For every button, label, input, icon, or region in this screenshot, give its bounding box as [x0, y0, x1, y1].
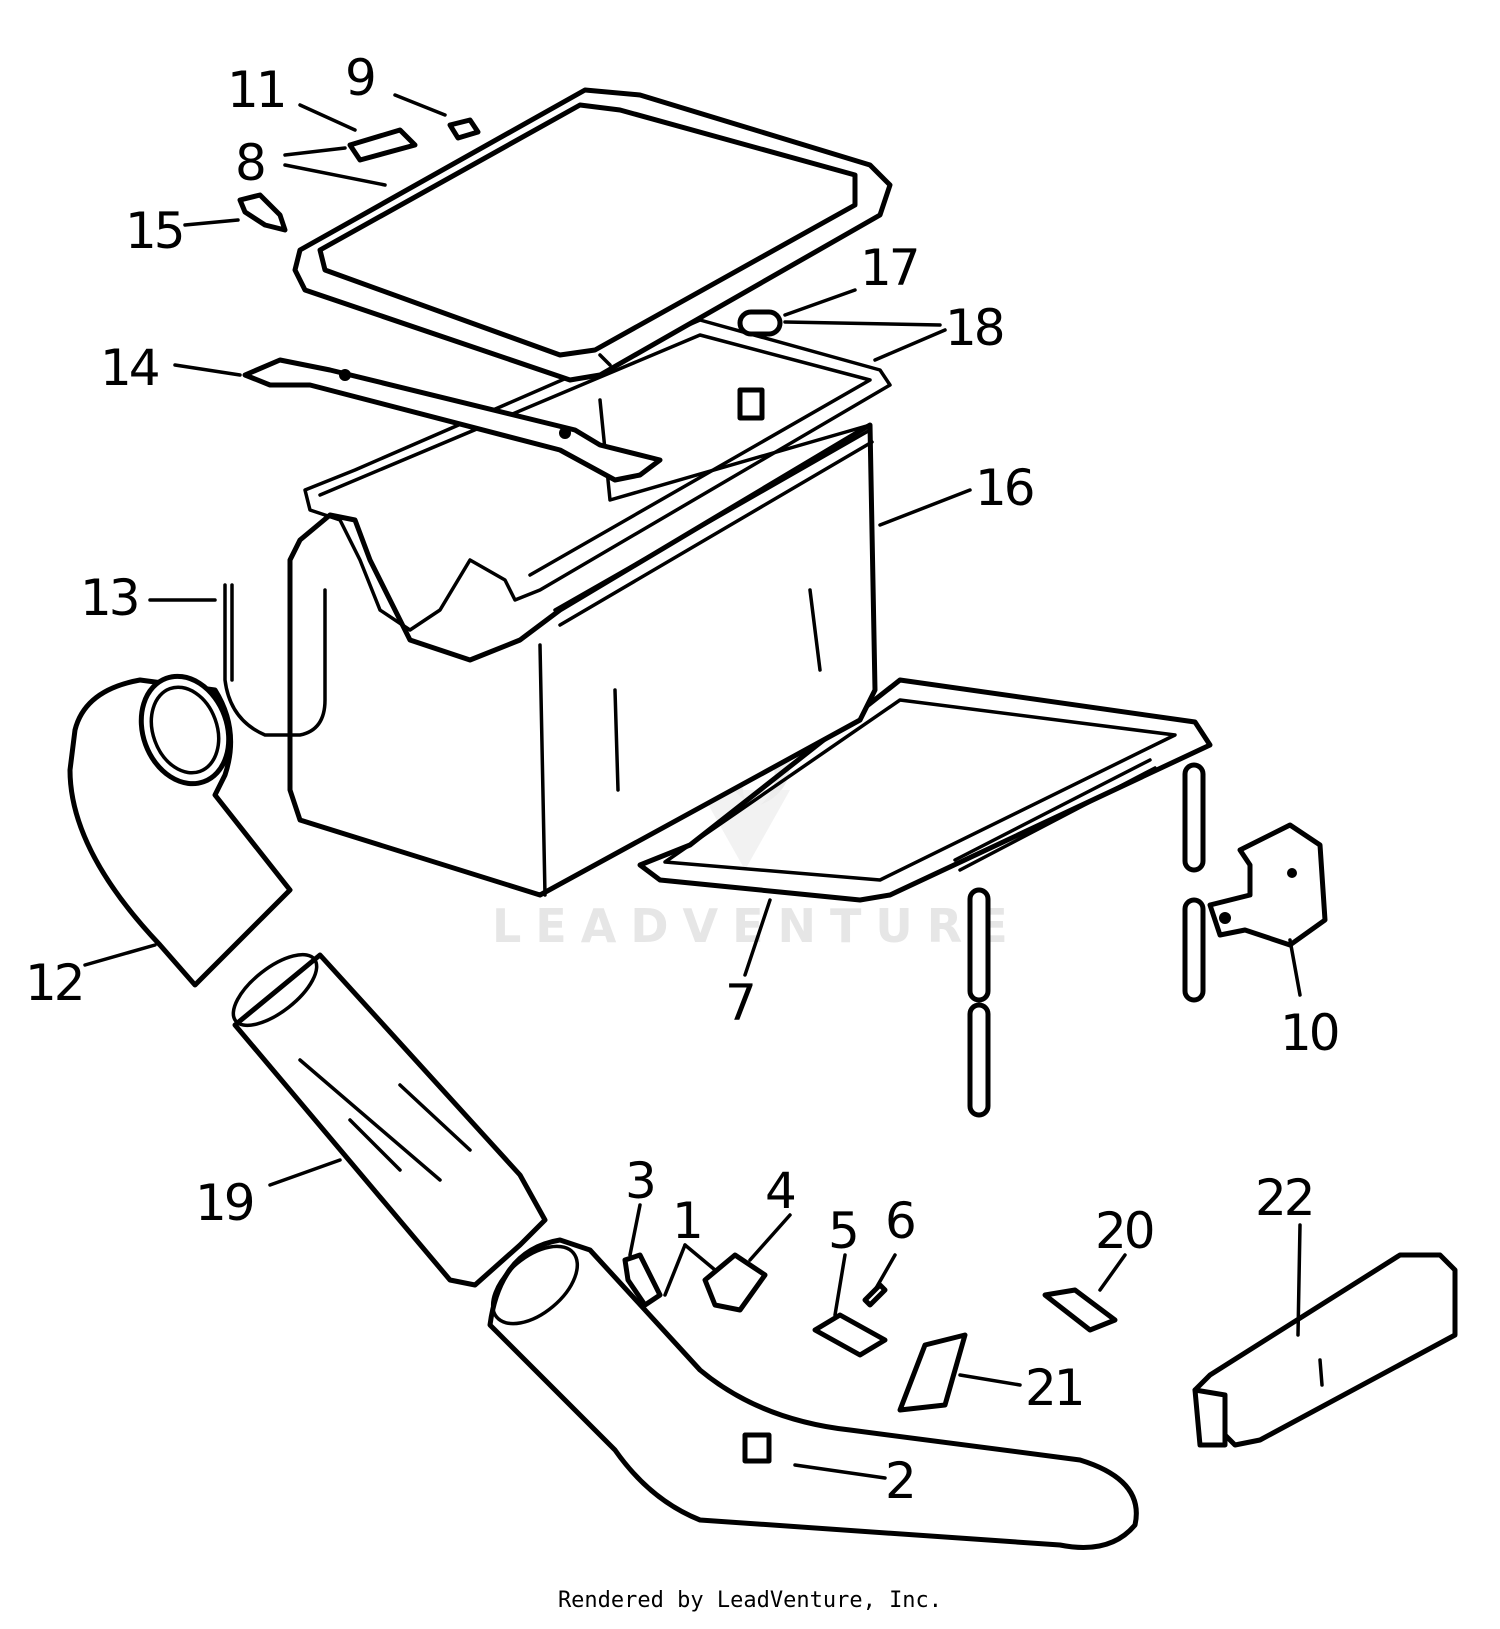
- callout-5: 5: [828, 1202, 857, 1260]
- elbow-tube: [67, 673, 293, 988]
- support-frame: [637, 677, 1213, 1118]
- callout-18: 18: [945, 299, 1003, 357]
- footer-credit: Rendered by LeadVenture, Inc.: [557, 1588, 943, 1613]
- callout-3: 3: [625, 1152, 654, 1210]
- lid-frame: [303, 318, 892, 632]
- callout-1: 1: [672, 1192, 701, 1250]
- callout-7: 7: [725, 974, 754, 1032]
- callout-14: 14: [100, 339, 158, 397]
- callout-labels: 11 9 8 15 17 18 14 16 13 12 7 10 19 3 1 …: [25, 49, 1341, 1510]
- callout-9: 9: [345, 49, 374, 107]
- mount-bracket: [1207, 822, 1328, 948]
- callout-21: 21: [1025, 1359, 1083, 1417]
- callout-20: 20: [1095, 1202, 1153, 1260]
- watermark-text: LEADVENTURE: [492, 899, 1022, 953]
- lower-chute: [487, 1237, 1139, 1550]
- callout-11: 11: [227, 61, 285, 119]
- callout-13: 13: [80, 569, 138, 627]
- hanger-rod: [223, 583, 327, 737]
- callout-15: 15: [125, 202, 183, 260]
- collector-bag: [287, 422, 878, 898]
- callout-12: 12: [25, 954, 83, 1012]
- callout-10: 10: [1280, 1004, 1338, 1062]
- callout-4: 4: [765, 1162, 794, 1220]
- callout-19: 19: [195, 1174, 253, 1232]
- callout-22: 22: [1255, 1169, 1313, 1227]
- pin: [737, 309, 783, 337]
- lid: [292, 87, 893, 383]
- rear-bracket-bar: [1192, 1252, 1458, 1448]
- callout-2: 2: [885, 1452, 914, 1510]
- callout-6: 6: [885, 1192, 914, 1250]
- straight-tube: [231, 952, 548, 1288]
- callout-16: 16: [975, 459, 1033, 517]
- strap: [242, 357, 663, 483]
- small-hardware: [237, 117, 1118, 1413]
- leader-lines: [83, 93, 1302, 1480]
- callout-8: 8: [235, 134, 264, 192]
- callout-17: 17: [860, 239, 918, 297]
